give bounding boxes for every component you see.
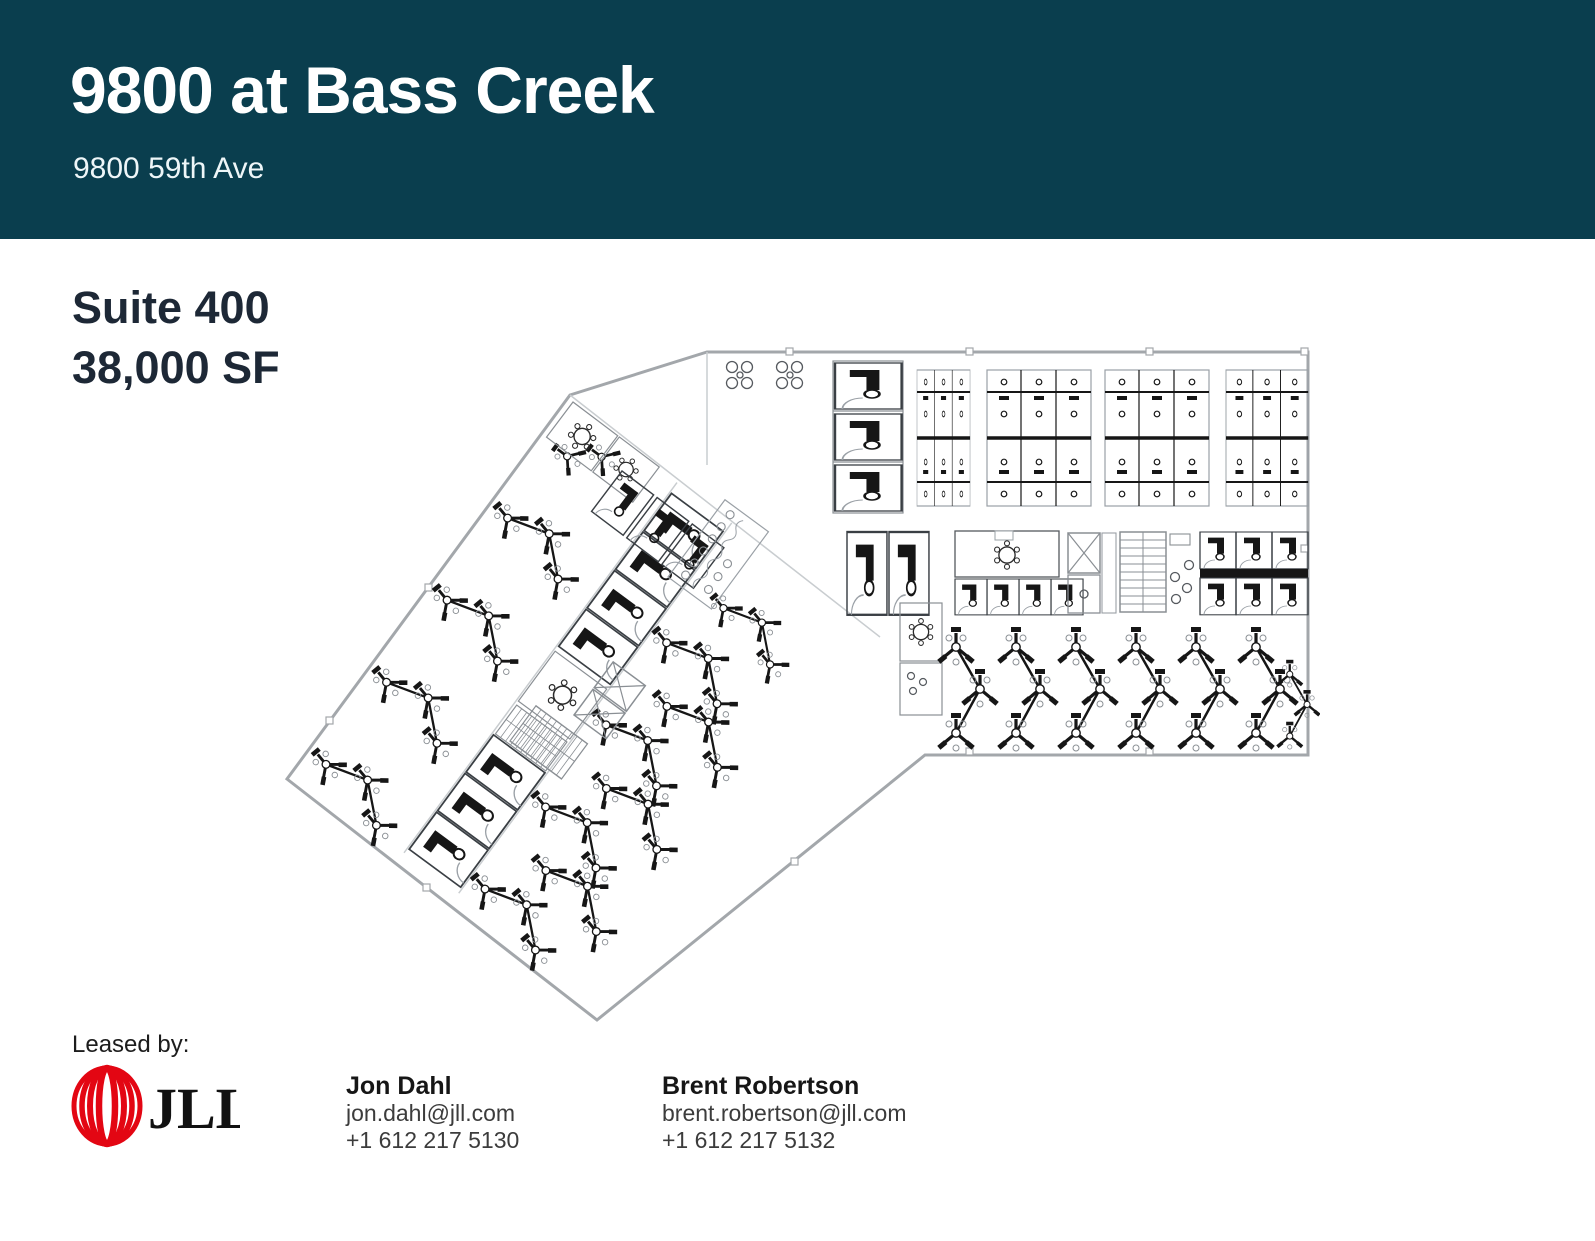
suite-area: 38,000 SF (72, 342, 280, 393)
floor-plan (284, 347, 1321, 1022)
contact-email: brent.robertson@jll.com (662, 1100, 907, 1126)
right-wing (725, 360, 1321, 751)
contact-card: Brent Robertson brent.robertson@jll.com … (662, 1072, 962, 1154)
contact-email: jon.dahl@jll.com (346, 1100, 516, 1126)
header-band: 9800 at Bass Creek 9800 59th Ave (0, 0, 1595, 239)
jll-logo-text: JLL (148, 1076, 240, 1141)
suite-info: Suite 400 38,000 SF (72, 278, 280, 398)
contact-name: Brent Robertson (662, 1072, 860, 1100)
suite-number: Suite 400 (72, 282, 270, 333)
jll-globe-icon (71, 1064, 143, 1148)
contact-name: Jon Dahl (346, 1072, 452, 1100)
property-title: 9800 at Bass Creek (70, 53, 655, 127)
core-junction (509, 401, 770, 780)
leased-by-label: Leased by: (72, 1031, 190, 1058)
jll-logo: JLL (71, 1064, 240, 1148)
building-outline (284, 350, 1310, 1022)
restrooms (667, 498, 770, 610)
contact-phone: +1 612 217 5132 (662, 1127, 836, 1153)
property-address: 9800 59th Ave (73, 152, 265, 185)
contact-phone: +1 612 217 5130 (346, 1127, 520, 1153)
contact-card: Jon Dahl jon.dahl@jll.com +1 612 217 513… (346, 1072, 646, 1154)
